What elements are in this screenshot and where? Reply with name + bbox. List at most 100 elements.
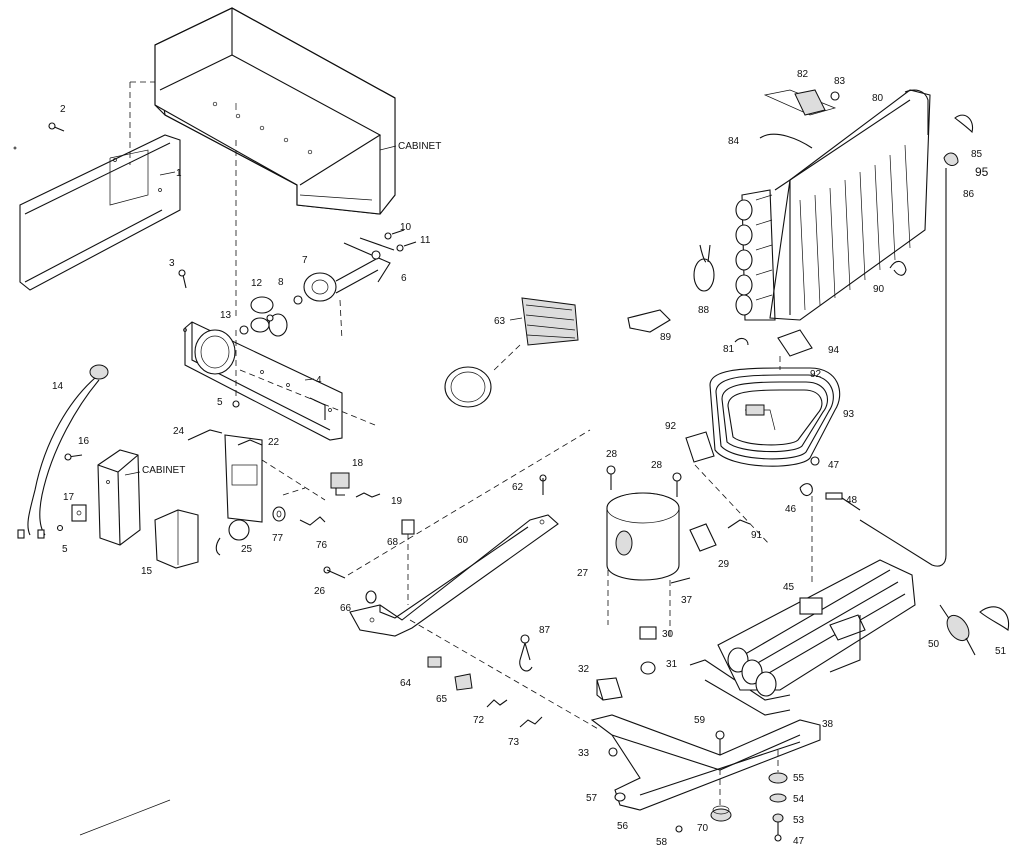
callout-92-lower: 92 bbox=[665, 421, 677, 432]
callout-7: 7 bbox=[302, 255, 308, 266]
callout-51: 51 bbox=[995, 646, 1007, 657]
callout-57: 57 bbox=[586, 793, 598, 804]
callout-2: 2 bbox=[60, 104, 66, 115]
callout-83: 83 bbox=[834, 76, 846, 87]
callout-84: 84 bbox=[728, 136, 740, 147]
callout-18: 18 bbox=[352, 458, 364, 469]
callout-94: 94 bbox=[828, 345, 840, 356]
screw-16 bbox=[64, 453, 83, 461]
clip-51 bbox=[979, 606, 1010, 631]
bracket-89 bbox=[627, 309, 671, 333]
relay-18 bbox=[330, 472, 350, 496]
screw-28b bbox=[672, 472, 682, 482]
callout-3: 3 bbox=[169, 258, 175, 269]
callout-73: 73 bbox=[508, 737, 520, 748]
callout-25: 25 bbox=[241, 544, 253, 555]
callout-19: 19 bbox=[391, 496, 403, 507]
condenser-80 bbox=[735, 89, 931, 321]
callout-31: 31 bbox=[666, 659, 678, 670]
cabinet-box bbox=[154, 7, 396, 215]
knob-25 bbox=[215, 519, 250, 556]
callout-59: 59 bbox=[694, 715, 706, 726]
tie-84 bbox=[759, 133, 813, 149]
thermostat-22 bbox=[224, 434, 326, 523]
part-87 bbox=[519, 634, 533, 672]
screw-58 bbox=[675, 825, 683, 833]
motor-bracket bbox=[343, 229, 417, 283]
callout-5-lower: 5 bbox=[62, 544, 68, 555]
callout-87: 87 bbox=[539, 625, 551, 636]
callout-5-shroud: 5 bbox=[217, 397, 223, 408]
control-housing bbox=[97, 449, 141, 546]
clip-90 bbox=[889, 260, 907, 276]
bracket-82 bbox=[763, 89, 837, 116]
callout-10: 10 bbox=[400, 222, 412, 233]
callout-labels: 2 1 3 4 5 6 7 8 10 11 12 13 14 16 17 5 1… bbox=[52, 69, 1007, 848]
callout-15: 15 bbox=[141, 566, 153, 577]
clamp-32 bbox=[596, 677, 623, 701]
callout-86: 86 bbox=[963, 189, 975, 200]
part-64 bbox=[427, 656, 442, 668]
grommet-66 bbox=[365, 590, 377, 604]
callout-72: 72 bbox=[473, 715, 485, 726]
cabinet-label-top: CABINET bbox=[398, 141, 441, 152]
clip-81 bbox=[734, 337, 749, 346]
callout-95: 95 bbox=[975, 165, 989, 179]
clip-85 bbox=[954, 114, 974, 134]
callout-65: 65 bbox=[436, 694, 448, 705]
screw-33 bbox=[608, 747, 618, 757]
coil-63 bbox=[444, 297, 579, 408]
callout-14: 14 bbox=[52, 381, 64, 392]
grommet-30 bbox=[639, 626, 657, 640]
clip-19 bbox=[355, 492, 381, 498]
callout-16: 16 bbox=[78, 436, 90, 447]
grommet-31 bbox=[640, 661, 656, 675]
screw-3 bbox=[178, 269, 187, 289]
clip-76 bbox=[299, 516, 326, 526]
drier-50 bbox=[939, 604, 976, 656]
callout-50: 50 bbox=[928, 639, 940, 650]
fan-shroud bbox=[183, 321, 343, 441]
callout-60: 60 bbox=[457, 535, 469, 546]
grommet-95 bbox=[943, 152, 959, 166]
clip-68 bbox=[401, 519, 415, 605]
screw-83 bbox=[830, 91, 840, 101]
clip-46 bbox=[799, 483, 813, 497]
callout-47-top: 47 bbox=[828, 460, 840, 471]
cabinet-label-left: CABINET bbox=[142, 465, 185, 476]
callout-55: 55 bbox=[793, 773, 805, 784]
callout-13: 13 bbox=[220, 310, 232, 321]
fan-motor bbox=[293, 257, 379, 305]
callout-11: 11 bbox=[420, 235, 431, 246]
part-65 bbox=[454, 673, 473, 691]
callout-89: 89 bbox=[660, 332, 672, 343]
evaporator-coil bbox=[709, 367, 841, 467]
callout-90: 90 bbox=[873, 284, 885, 295]
callout-80: 80 bbox=[872, 93, 884, 104]
screw-59 bbox=[715, 730, 725, 740]
screw-47a bbox=[810, 456, 820, 466]
callout-30: 30 bbox=[662, 629, 674, 640]
tube-48 bbox=[825, 492, 843, 500]
part-72 bbox=[486, 699, 508, 708]
callout-26: 26 bbox=[314, 586, 326, 597]
callout-64: 64 bbox=[400, 678, 412, 689]
callout-8: 8 bbox=[278, 277, 284, 288]
clip-91 bbox=[727, 519, 751, 529]
callout-6: 6 bbox=[401, 273, 407, 284]
bracket-92 bbox=[685, 431, 715, 463]
callout-76: 76 bbox=[316, 540, 328, 551]
callout-28a: 28 bbox=[606, 449, 618, 460]
callout-93: 93 bbox=[843, 409, 855, 420]
callout-85: 85 bbox=[971, 149, 983, 160]
callout-12: 12 bbox=[251, 278, 263, 289]
foot-stack bbox=[768, 750, 788, 842]
grommet-57 bbox=[614, 792, 626, 802]
callout-33: 33 bbox=[578, 748, 590, 759]
compressor bbox=[606, 492, 680, 640]
callout-38: 38 bbox=[822, 719, 834, 730]
callout-53: 53 bbox=[793, 815, 805, 826]
screw-37 bbox=[670, 577, 691, 584]
callout-58: 58 bbox=[656, 837, 668, 848]
